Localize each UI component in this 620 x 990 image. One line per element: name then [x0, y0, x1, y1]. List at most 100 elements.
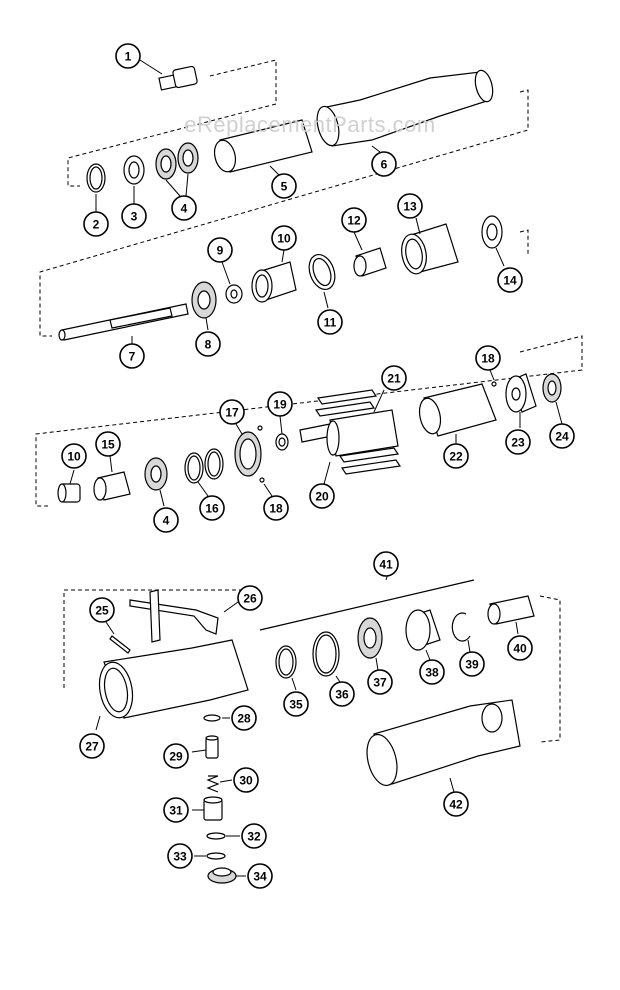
callout-10: 10 — [61, 443, 87, 469]
callout-label: 41 — [379, 558, 393, 572]
callout-label: 20 — [315, 490, 329, 504]
callout-34: 34 — [247, 863, 273, 889]
callout-circle — [367, 669, 393, 695]
callout-30: 30 — [233, 767, 259, 793]
callout-label: 38 — [425, 666, 439, 680]
callout-circle — [121, 203, 147, 229]
callout-circle — [475, 345, 501, 371]
callout-32: 32 — [241, 823, 267, 849]
callout-8: 8 — [195, 331, 221, 357]
callout-5: 5 — [271, 173, 297, 199]
part-25-pin — [105, 621, 131, 654]
callout-label: 35 — [289, 698, 303, 712]
part-5-sleeve — [213, 119, 313, 179]
callout-circle — [233, 767, 259, 793]
callout-21: 21 — [381, 365, 407, 391]
part-13-coupling — [401, 217, 459, 275]
callout-38: 38 — [419, 659, 445, 685]
part-17-end-plate — [234, 423, 273, 497]
part-38-regulator — [405, 609, 441, 661]
callout-circle — [549, 423, 575, 449]
callout-label: 8 — [205, 338, 212, 352]
callout-label: 9 — [217, 244, 224, 258]
callout-25: 25 — [89, 597, 115, 623]
part-4-bearings — [155, 142, 199, 197]
part-37-bushing — [357, 617, 383, 671]
callout-circle — [119, 343, 145, 369]
callout-24: 24 — [549, 423, 575, 449]
callout-label: 29 — [169, 750, 183, 764]
callout-circle — [309, 483, 335, 509]
callout-circle — [317, 309, 343, 335]
callout-2: 2 — [83, 211, 109, 237]
part-9-collar — [221, 261, 243, 304]
part-18-pin — [489, 369, 497, 387]
part-20-vanes — [314, 389, 402, 485]
callout-label: 33 — [173, 850, 187, 864]
callout-label: 13 — [403, 200, 417, 214]
part-34-plug — [207, 867, 246, 884]
callout-label: 7 — [129, 350, 136, 364]
callout-4: 4 — [153, 507, 179, 533]
callout-circle — [237, 585, 263, 611]
callout-circle — [283, 691, 309, 717]
callout-36: 36 — [329, 681, 355, 707]
callout-circle — [83, 211, 109, 237]
callout-circle — [241, 823, 267, 849]
callout-circle — [371, 151, 397, 177]
callout-28: 28 — [231, 705, 257, 731]
callout-10: 10 — [271, 225, 297, 251]
callout-label: 10 — [67, 450, 81, 464]
callout-label: 22 — [449, 450, 463, 464]
part-28-oring — [203, 714, 230, 722]
callout-label: 11 — [324, 316, 337, 330]
callout-circle — [419, 659, 445, 685]
group-4-bracket — [63, 579, 561, 743]
callout-circle — [219, 399, 245, 425]
callout-16: 16 — [199, 495, 225, 521]
part-33-oring — [194, 852, 226, 860]
part-27-handle-housing — [95, 639, 249, 731]
part-2-ring — [86, 163, 106, 212]
callout-label: 32 — [247, 830, 261, 844]
part-39-retaining-ring — [451, 612, 471, 653]
callout-circle — [373, 551, 399, 577]
callout-37: 37 — [367, 669, 393, 695]
group-1-bracket — [67, 59, 277, 187]
callout-circle — [443, 791, 469, 817]
part-12-bushing — [353, 231, 387, 277]
callout-label: 5 — [281, 180, 288, 194]
part-15-nozzle — [93, 455, 131, 501]
callout-label: 6 — [381, 158, 388, 172]
callout-7: 7 — [119, 343, 145, 369]
callout-label: 40 — [513, 642, 527, 656]
callout-18: 18 — [475, 345, 501, 371]
callout-circle — [397, 193, 423, 219]
callout-27: 27 — [79, 733, 105, 759]
callout-42: 42 — [443, 791, 469, 817]
callout-label: 18 — [481, 352, 495, 366]
callout-label: 15 — [101, 438, 115, 452]
callout-23: 23 — [505, 429, 531, 455]
callout-1: 1 — [115, 43, 141, 69]
callout-label: 30 — [239, 774, 253, 788]
callout-circle — [247, 863, 273, 889]
callout-label: 17 — [225, 406, 239, 420]
callout-33: 33 — [167, 843, 193, 869]
callout-label: 21 — [387, 372, 401, 386]
part-1-fitting — [139, 59, 198, 91]
callout-label: 18 — [269, 502, 283, 516]
callouts: 1234567891011121314101541617181920212218… — [61, 43, 575, 889]
callout-label: 27 — [85, 740, 99, 754]
callout-19: 19 — [267, 391, 293, 417]
callout-label: 2 — [93, 218, 100, 232]
part-42-grip-sleeve — [366, 699, 521, 793]
part-21-rotor — [299, 389, 399, 457]
callout-18: 18 — [263, 495, 289, 521]
part-10-fitting — [57, 469, 81, 503]
part-24-bearing — [542, 373, 563, 425]
callout-label: 39 — [465, 658, 479, 672]
callout-22: 22 — [443, 443, 469, 469]
callout-31: 31 — [163, 797, 189, 823]
